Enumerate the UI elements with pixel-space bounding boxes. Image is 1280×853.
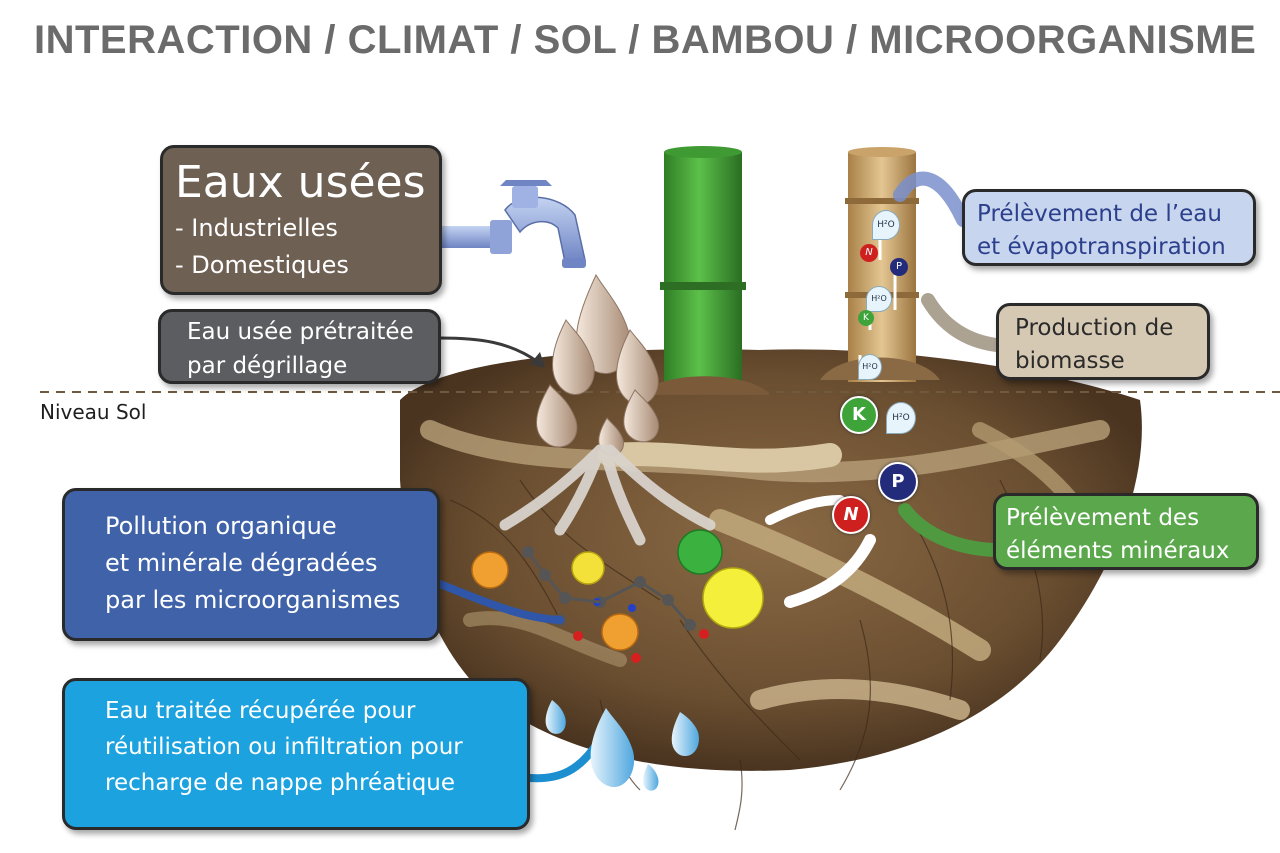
eaux-usees-heading: Eaux usées	[175, 157, 426, 208]
pollution-box: Pollution organique et minérale dégradée…	[62, 488, 440, 641]
prelevement-eau-arrow	[893, 171, 970, 227]
pollution-line: et minérale dégradées	[105, 549, 378, 577]
pollution-line: Pollution organique	[105, 512, 337, 540]
eaux-usees-item: - Domestiques	[175, 251, 349, 279]
pollution-arrow	[426, 576, 564, 624]
eau-traitee-line: recharge de nappe phréatique	[105, 770, 456, 796]
uptake-arrow-2	[765, 495, 845, 525]
ground-level-label: Niveau Sol	[40, 400, 147, 424]
eaux-usees-box: Eaux usées - Industrielles - Domestiques	[160, 145, 442, 295]
mineraux-arrow	[898, 503, 1001, 557]
phosphorus-marker: P	[878, 462, 918, 502]
phosphorus-marker-stem: P	[890, 258, 908, 276]
eau-traitee-line: Eau traitée récupérée pour	[105, 698, 416, 724]
uptake-arrow	[784, 534, 876, 608]
eau-traitee-line: réutilisation ou infiltration pour	[105, 734, 463, 760]
eau-traitee-box: Eau traitée récupérée pour réutilisation…	[62, 678, 530, 830]
biomasse-line: biomasse	[1015, 348, 1125, 374]
nitrogen-marker: N	[832, 496, 870, 534]
biomasse-arrow	[921, 293, 1003, 352]
pollution-line: par les microorganismes	[105, 586, 401, 614]
pretraitee-line: par dégrillage	[187, 353, 348, 379]
distribution-arrows	[499, 444, 716, 546]
potassium-marker-stem: K	[858, 310, 874, 326]
water-marker-mid: H²O	[866, 286, 892, 312]
prelevement-eau-line: et évapotranspiration	[977, 234, 1226, 260]
water-marker-low: H²O	[858, 354, 882, 380]
pretraitee-line: Eau usée prétraitée	[187, 319, 414, 345]
pretraitee-box: Eau usée prétraitée par dégrillage	[158, 309, 441, 384]
microorganisms	[471, 529, 764, 663]
page-title: INTERACTION / CLIMAT / SOL / BAMBOU / MI…	[34, 18, 1257, 62]
potassium-marker: K	[840, 396, 878, 434]
eaux-usees-item: - Industrielles	[175, 214, 338, 242]
prelevement-eau-line: Prélèvement de l’eau	[977, 201, 1222, 227]
faucet-icon	[440, 180, 586, 268]
water-marker-stem: H²O	[872, 210, 900, 240]
nitrogen-marker-stem: N	[860, 244, 878, 262]
biomasse-box: Production de biomasse	[996, 303, 1210, 380]
clean-water-drops	[545, 700, 699, 791]
prelevement-eau-box: Prélèvement de l’eau et évapotranspirati…	[962, 189, 1256, 266]
mineraux-line: éléments minéraux	[1006, 538, 1230, 564]
wastewater-drops	[536, 273, 659, 456]
pretraitee-arrow	[439, 336, 539, 364]
biomasse-line: Production de	[1015, 315, 1174, 341]
mineraux-box: Prélèvement des éléments minéraux	[993, 493, 1259, 570]
mineraux-line: Prélèvement des	[1006, 505, 1200, 531]
water-marker: H²O	[886, 402, 916, 434]
green-bamboo-stem	[640, 146, 770, 395]
